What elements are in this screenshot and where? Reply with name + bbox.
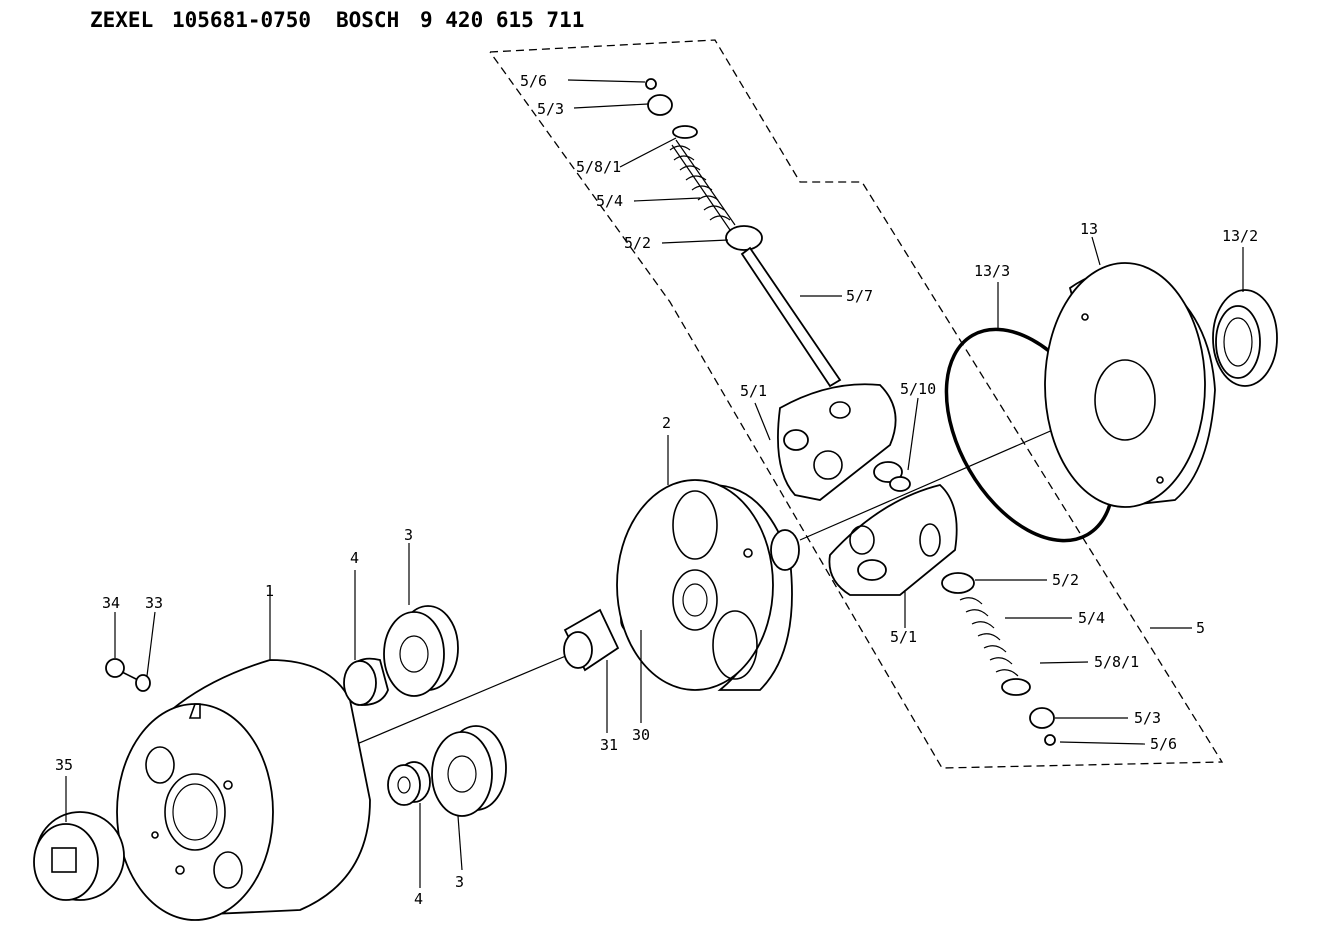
nut-part-31 xyxy=(563,608,620,672)
washer-part-33 xyxy=(135,674,151,692)
label-35: 35 xyxy=(55,756,73,774)
valve-body-part-5-1-upper xyxy=(777,383,897,501)
label-5-7: 5/7 xyxy=(846,287,873,305)
label-13-3: 13/3 xyxy=(974,262,1010,280)
label-5-2-upper: 5/2 xyxy=(624,234,651,252)
label-5-8-1-upper: 5/8/1 xyxy=(576,158,621,176)
label-5-3-upper: 5/3 xyxy=(537,100,564,118)
label-31: 31 xyxy=(600,736,618,754)
label-5: 5 xyxy=(1196,619,1205,637)
label-5-4-lower: 5/4 xyxy=(1078,609,1105,627)
header-brand-zexel: ZEXEL xyxy=(90,8,154,32)
plug-part-35 xyxy=(33,811,125,901)
header-zexel-part-number: 105681-0750 xyxy=(172,8,312,32)
label-3-lower: 3 xyxy=(455,873,464,891)
bushing-part-4-lower xyxy=(387,761,431,806)
seal-part-3-upper xyxy=(383,605,459,697)
flange-part-2 xyxy=(616,479,800,691)
valve-stack-lower xyxy=(941,572,1056,746)
label-1: 1 xyxy=(265,582,274,600)
label-5-2-lower: 5/2 xyxy=(1052,571,1079,589)
label-5-6-upper: 5/6 xyxy=(520,72,547,90)
label-5-6-lower: 5/6 xyxy=(1150,735,1177,753)
label-33: 33 xyxy=(145,594,163,612)
assembly-5-boundary xyxy=(489,39,1224,769)
header-bosch-part-number: 9 420 615 711 xyxy=(420,8,585,32)
label-5-1-lower: 5/1 xyxy=(890,628,917,646)
label-3-upper: 3 xyxy=(404,526,413,544)
header-brand-bosch: BOSCH xyxy=(336,8,400,32)
label-4-lower: 4 xyxy=(414,890,423,908)
label-13: 13 xyxy=(1080,220,1098,238)
label-5-4-upper: 5/4 xyxy=(596,192,623,210)
housing-part-1 xyxy=(116,659,371,921)
leader-lines xyxy=(65,79,1244,888)
cover-part-13 xyxy=(1044,262,1216,508)
label-2: 2 xyxy=(662,414,671,432)
label-13-2: 13/2 xyxy=(1222,227,1258,245)
valve-stack-upper xyxy=(645,78,842,388)
valve-body-part-5-1-lower xyxy=(828,484,958,596)
label-4-upper: 4 xyxy=(350,549,359,567)
label-5-1-upper: 5/1 xyxy=(740,382,767,400)
bushing-part-4-upper xyxy=(343,657,389,706)
label-5-3-lower: 5/3 xyxy=(1134,709,1161,727)
label-34: 34 xyxy=(102,594,120,612)
label-5-8-1-lower: 5/8/1 xyxy=(1094,653,1139,671)
seal-part-3-lower xyxy=(431,725,507,817)
screw-part-34 xyxy=(105,658,139,681)
seal-part-5-10 xyxy=(873,461,911,492)
seal-part-13-2 xyxy=(1212,289,1278,387)
label-30: 30 xyxy=(632,726,650,744)
label-5-10: 5/10 xyxy=(900,380,936,398)
